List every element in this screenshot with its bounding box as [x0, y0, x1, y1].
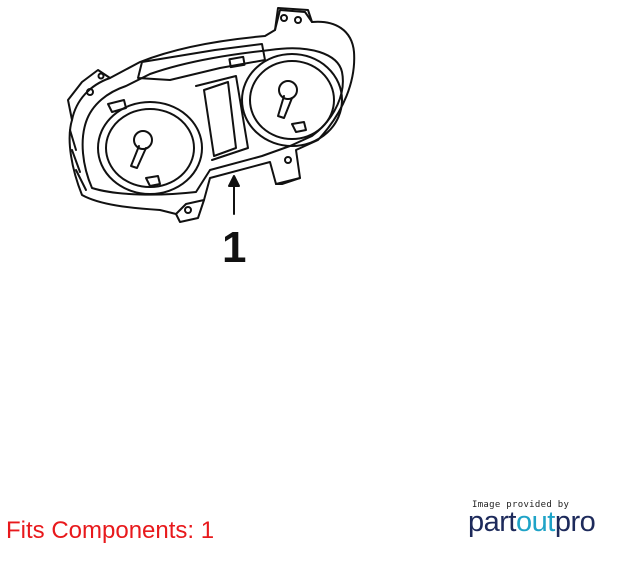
center-display-frame [195, 75, 249, 161]
watermark: Image provided by partoutpro [468, 498, 628, 548]
mounting-hole-left [86, 88, 94, 96]
right-gauge-hub [278, 80, 298, 100]
right-gauge-indicator [291, 121, 307, 133]
mounting-tab-bottom [175, 199, 205, 223]
logo-part: part [468, 506, 516, 538]
mounting-hole-top-1 [280, 14, 288, 22]
cluster-inner-bezel [81, 47, 344, 196]
logo-pro: pro [554, 506, 596, 538]
watermark-caption: Image provided by [472, 500, 570, 510]
hood-slot [228, 55, 246, 69]
cluster-hood [137, 43, 266, 81]
left-gauge-indicator [145, 175, 161, 187]
callout-number: 1 [222, 223, 247, 272]
instrument-cluster-diagram [67, 7, 356, 223]
mounting-hole-top-2 [294, 16, 302, 24]
mounting-hole-right [284, 156, 292, 164]
left-gauge-ring [97, 101, 203, 195]
fits-components-text: Fits Components: 1 [6, 517, 215, 544]
partoutpro-logo: partoutpro [468, 506, 596, 538]
left-gauge-hub [133, 130, 153, 150]
mounting-tab-top [274, 7, 313, 31]
right-gauge-needle [277, 95, 293, 119]
logo-out: out [515, 506, 555, 538]
center-display [203, 81, 237, 157]
mounting-hole-bottom [184, 206, 192, 214]
left-gauge-face [105, 108, 195, 188]
right-gauge-ring [241, 53, 343, 147]
right-gauge-face [249, 60, 335, 140]
callout-arrowhead [228, 175, 240, 187]
mounting-tab-right [275, 177, 301, 185]
left-gauge-lamp [107, 99, 127, 113]
left-gauge-needle [130, 145, 147, 169]
housing-rib-left [69, 129, 87, 191]
mounting-hole-left-2 [97, 72, 105, 80]
